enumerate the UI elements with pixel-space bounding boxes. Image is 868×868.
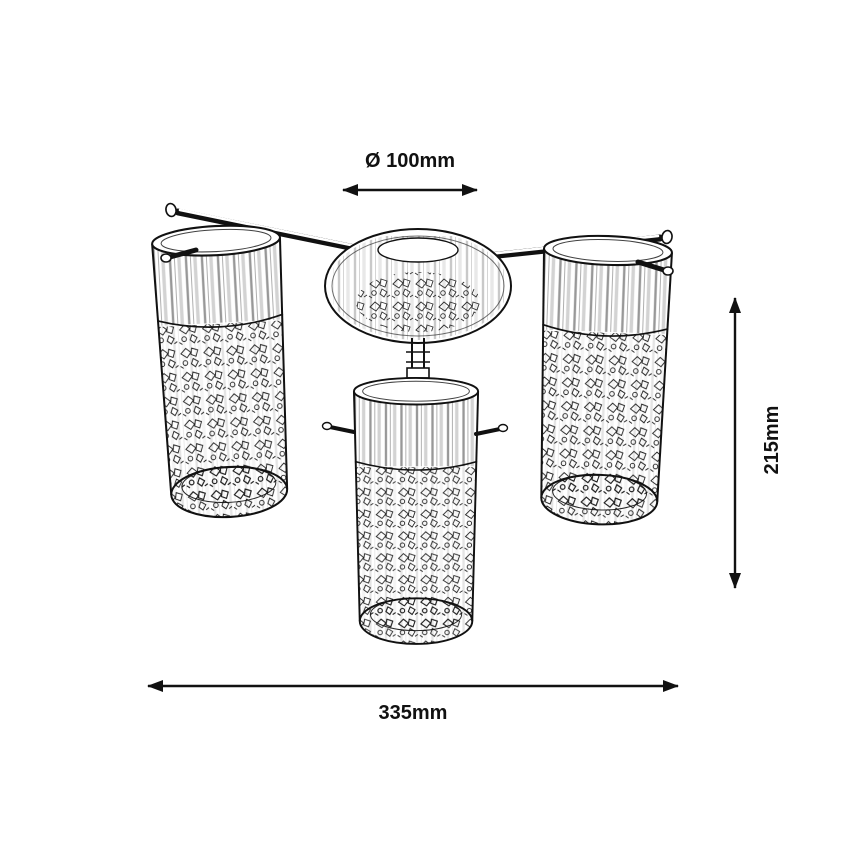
- dimension-arrows: [147, 184, 741, 692]
- left-arm-finial: [165, 202, 177, 218]
- right-shade: [534, 234, 672, 531]
- width-dimension-label: 335mm: [378, 701, 448, 724]
- diameter-dimension-label: Ø 100mm: [364, 149, 456, 172]
- canopy-hub: [377, 237, 459, 263]
- left-shade: [151, 223, 294, 525]
- right-arm-finial: [661, 229, 673, 245]
- center-shade-holders: [321, 421, 509, 436]
- right-shade-holder: [635, 259, 674, 276]
- ceiling-canopy: [324, 228, 512, 344]
- height-dimension-label: 215mm: [760, 405, 783, 475]
- center-shade: [354, 378, 478, 648]
- left-shade-holder: [160, 247, 199, 263]
